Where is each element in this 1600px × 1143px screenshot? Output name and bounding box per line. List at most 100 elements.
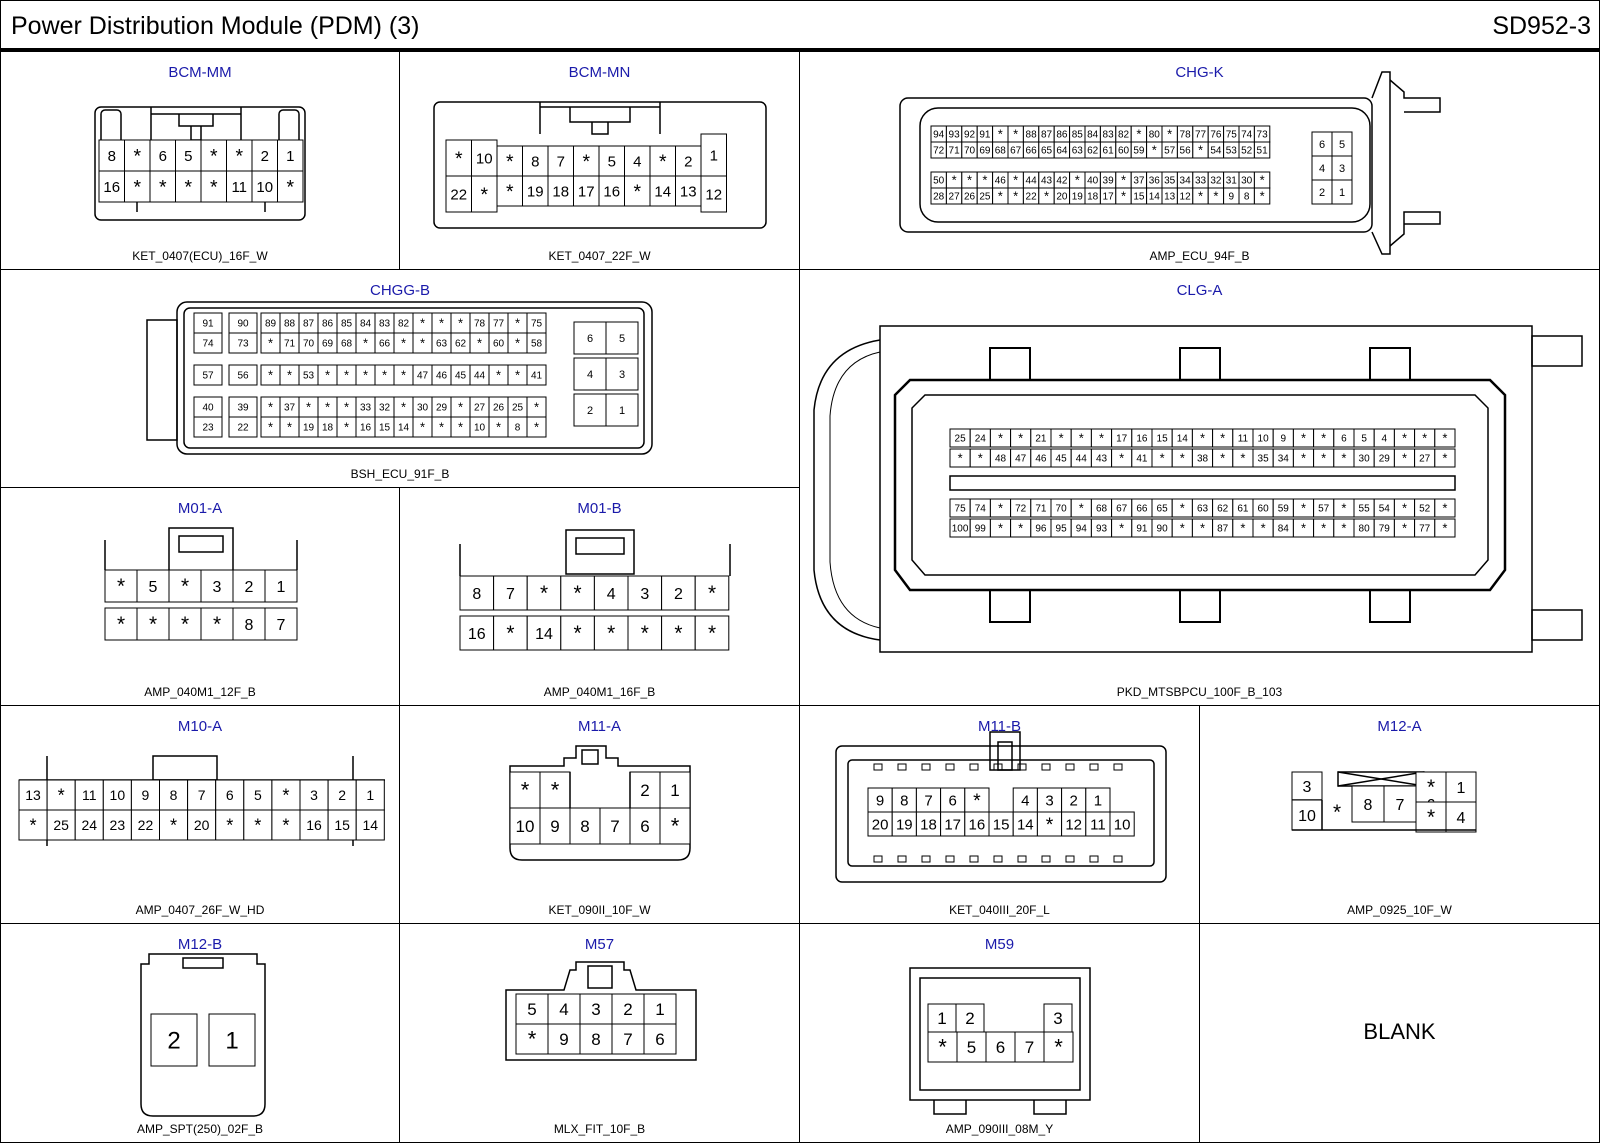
unused-pin-marker: * (268, 420, 273, 435)
pin-number: 64 (1056, 146, 1068, 157)
pin-number: 28 (933, 192, 945, 203)
unused-pin-marker: * (1079, 431, 1084, 446)
pin-number: 95 (1056, 524, 1068, 535)
header-bar: Power Distribution Module (PDM) (3) SD95… (0, 0, 1600, 52)
pin-number: 7 (1025, 1038, 1034, 1057)
pin-number: 2 (587, 405, 593, 417)
unused-pin-marker: * (458, 420, 463, 435)
pin-cell (149, 139, 176, 172)
connector-housing (945, 855, 955, 863)
pin-number: 40 (202, 403, 214, 414)
unused-pin-marker: * (1180, 521, 1185, 536)
latch (151, 113, 241, 141)
pin-cell (515, 1023, 549, 1055)
pin-number: 9 (1229, 192, 1235, 203)
pin-number: 8 (1364, 797, 1373, 814)
housing-hood (829, 351, 881, 629)
pin-number: 66 (1136, 504, 1148, 515)
unused-pin-marker: * (506, 181, 514, 203)
pin-number: 9 (142, 787, 150, 803)
pin-cell (187, 779, 217, 811)
connector-housing (989, 347, 1031, 381)
pin-number: 14 (535, 626, 553, 643)
connector-part-number: AMP_040M1_12F_B (144, 685, 256, 699)
pin-number: 82 (1118, 130, 1130, 141)
page-title: Power Distribution Module (PDM) (3) (11, 12, 420, 40)
pin-number: 4 (607, 586, 616, 603)
unused-pin-marker: * (1260, 173, 1265, 188)
unused-pin-marker: * (420, 316, 425, 331)
pin-number: 4 (1457, 810, 1466, 827)
unused-pin-marker: * (938, 1035, 947, 1060)
connector-housing (152, 755, 218, 781)
pin-number: 52 (1241, 146, 1253, 157)
pin-cell (1012, 811, 1038, 837)
pin-number: 4 (1382, 434, 1388, 445)
pin-number: 50 (933, 176, 945, 187)
unused-pin-marker: * (170, 815, 177, 835)
pin-cell (445, 175, 472, 213)
unused-pin-marker: * (1152, 143, 1157, 158)
unused-pin-marker: * (534, 400, 539, 415)
pin-number: 47 (417, 371, 429, 382)
unused-pin-marker: * (1402, 521, 1407, 536)
unused-pin-marker: * (325, 368, 330, 383)
unused-pin-marker: * (1200, 431, 1205, 446)
connector-part-number: MLX_FIT_10F_B (553, 1122, 646, 1136)
unused-pin-marker: * (958, 451, 963, 466)
pin-number: 74 (202, 339, 214, 350)
unused-pin-marker: * (344, 400, 349, 415)
unused-pin-marker: * (1442, 521, 1447, 536)
connector-housing (1179, 589, 1221, 623)
pin-number: 22 (1026, 192, 1038, 203)
pin-cell (547, 993, 581, 1025)
connector-housing (1369, 347, 1411, 381)
pin-number: 11 (1238, 434, 1249, 445)
pin-cell (985, 1031, 1016, 1063)
pin-number: 74 (1241, 130, 1253, 141)
pin-number: 78 (474, 319, 486, 330)
pin-cell (193, 332, 223, 354)
pin-number: 11 (1090, 816, 1106, 833)
connector-id: M12-A (1377, 718, 1422, 735)
housing-hood (813, 339, 881, 641)
pin-number: 71 (284, 339, 296, 350)
pin-cell (104, 607, 138, 641)
pin-number: 94 (933, 130, 945, 141)
pin-number: 91 (979, 130, 991, 141)
pin-number: 27 (949, 192, 961, 203)
unused-pin-marker: * (420, 420, 425, 435)
unused-pin-marker: * (551, 778, 560, 803)
pin-cell (1253, 187, 1271, 205)
pin-cell (228, 416, 258, 438)
pin-number: 8 (900, 792, 908, 809)
pin-number: 56 (1180, 146, 1192, 157)
connector-housing (575, 537, 625, 555)
unused-pin-marker: * (574, 582, 582, 605)
unused-pin-marker: * (1321, 521, 1326, 536)
connector-id: CHG-K (1175, 64, 1224, 81)
unused-pin-marker: * (226, 815, 233, 835)
unused-pin-marker: * (1240, 451, 1245, 466)
pin-number: 87 (1217, 524, 1229, 535)
pin-number: 12 (1180, 192, 1192, 203)
pin-cell (526, 332, 547, 354)
unused-pin-marker: * (967, 173, 972, 188)
pin-number: 70 (1056, 504, 1068, 515)
pin-number: 75 (1226, 130, 1238, 141)
pin-number: 65 (1157, 504, 1169, 515)
pin-number: 25 (955, 434, 967, 445)
pin-cell (232, 607, 266, 641)
pin-number: 74 (975, 504, 987, 515)
unused-pin-marker: * (540, 582, 548, 605)
unused-pin-marker: * (1442, 451, 1447, 466)
pin-cell (104, 569, 138, 603)
pin-number: 10 (516, 817, 535, 836)
unused-pin-marker: * (1018, 521, 1023, 536)
unused-pin-marker: * (306, 400, 311, 415)
pin-number: 86 (322, 319, 334, 330)
